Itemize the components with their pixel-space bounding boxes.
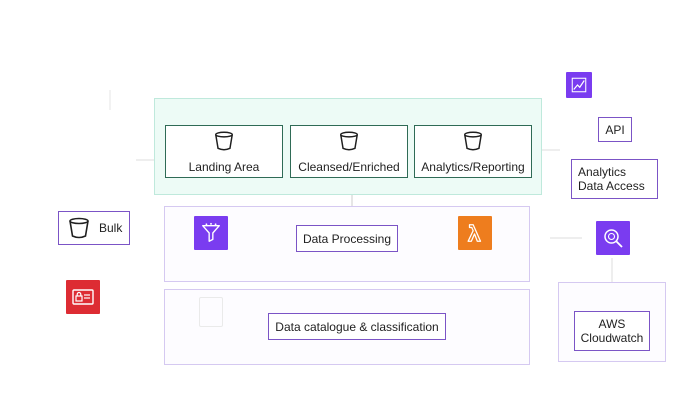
zone-label: Analytics/Reporting	[421, 159, 525, 174]
catalogue-faint-icon	[199, 297, 223, 327]
data-catalogue-label: Data catalogue & classification	[275, 319, 439, 334]
aws-cloudwatch-box: AWS Cloudwatch	[574, 311, 650, 351]
data-processing-box: Data Processing	[296, 225, 398, 252]
funnel-icon	[202, 222, 220, 242]
api-label: API	[605, 122, 625, 137]
analytics-reporting-zone: Analytics/Reporting	[414, 125, 532, 178]
landing-area-zone: Landing Area	[165, 125, 283, 178]
aws-cloudwatch-label: AWS Cloudwatch	[580, 317, 644, 345]
data-processing-label: Data Processing	[302, 231, 392, 246]
bucket-icon	[215, 131, 233, 150]
security-credentials-icon	[66, 280, 100, 314]
cleansed-enriched-zone: Cleansed/Enriched	[290, 125, 408, 178]
bucket-icon	[340, 131, 358, 150]
analytics-data-access-box: Analytics Data Access	[571, 159, 658, 199]
lambda-symbol-icon	[467, 224, 482, 242]
athena-query-icon	[596, 221, 630, 255]
analytics-chart-icon	[566, 72, 592, 98]
data-catalogue-box: Data catalogue & classification	[268, 313, 446, 340]
zone-label: Cleansed/Enriched	[298, 159, 400, 174]
bucket-icon	[464, 131, 482, 150]
trend-chart-icon	[571, 77, 587, 93]
analytics-data-access-label: Analytics Data Access	[578, 165, 645, 193]
magnifier-icon	[604, 229, 623, 248]
bucket-icon	[69, 217, 89, 239]
api-box: API	[598, 117, 632, 142]
bulk-label: Bulk	[99, 221, 123, 235]
lambda-icon	[458, 216, 492, 250]
zone-label: Landing Area	[188, 159, 260, 174]
glue-etl-icon	[194, 216, 228, 250]
bulk-ingestion-box: Bulk	[58, 211, 130, 245]
id-card-lock-icon	[72, 289, 94, 305]
